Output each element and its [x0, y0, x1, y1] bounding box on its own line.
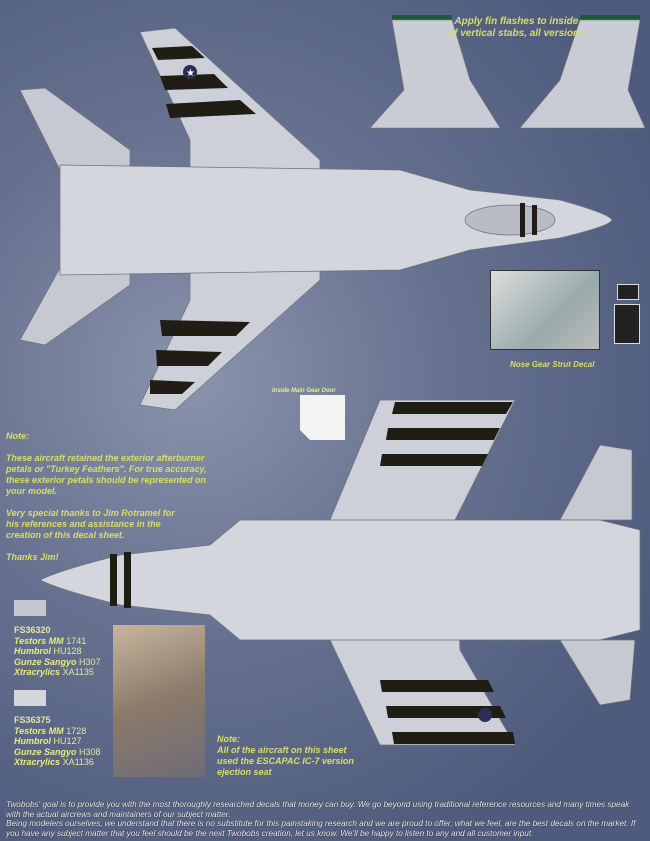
nose-gear-photo — [490, 270, 600, 350]
invasion-stripes-bottom-upper — [380, 402, 513, 466]
seat-note: Note: All of the aircraft on this sheet … — [217, 734, 357, 778]
paint-fs: FS36320 — [14, 625, 51, 635]
nose-gear-decal-large — [614, 304, 640, 344]
brand: Humbrol — [14, 646, 51, 656]
note-title: Note: — [6, 431, 29, 441]
color-swatch-fs36320 — [14, 600, 46, 616]
code: HU128 — [53, 646, 82, 656]
code: 1728 — [66, 725, 87, 736]
nose-gear-label: Nose Gear Strut Decal — [510, 360, 595, 369]
fin-note-line2: of vertical stabs, all versions — [448, 28, 585, 39]
paint-fs: FS36375 — [14, 715, 51, 725]
fin-diagram-left — [369, 15, 501, 129]
main-gear-door-diagram — [300, 395, 345, 440]
brand: Xtracrylics — [14, 757, 61, 767]
note-block: Note: These aircraft retained the exteri… — [6, 431, 226, 563]
aircraft-top-view: ★ — [19, 27, 613, 411]
color-swatch-fs36375 — [14, 690, 46, 706]
footer-para1: Twobobs' goal is to provide you with the… — [6, 800, 630, 819]
brand: Testors MM — [14, 725, 64, 736]
footer-para2: Being modelers ourselves, we understand … — [6, 819, 636, 838]
brand: Gunze Sangyo — [14, 746, 77, 757]
ejection-seat-photo — [113, 625, 205, 777]
note-para3: Thanks Jim! — [6, 552, 59, 562]
brand: Testors MM — [14, 635, 64, 646]
footer-text: Twobobs' goal is to provide you with the… — [6, 800, 646, 838]
brand: Humbrol — [14, 736, 51, 746]
brand: Xtracrylics — [14, 667, 61, 677]
code: 1741 — [66, 635, 87, 646]
invasion-stripes-bottom-lower — [380, 680, 515, 744]
brand: Gunze Sangyo — [14, 656, 77, 667]
nose-gear-decal-small — [617, 284, 639, 300]
fin-flash-note: Apply fin flashes to inside of vertical … — [448, 16, 585, 40]
svg-text:★: ★ — [186, 68, 195, 79]
note-para2: Very special thanks to Jim Rotramel for … — [6, 508, 175, 540]
invasion-stripes-upper — [152, 46, 256, 118]
paint-list-2: FS36375 Testors MM 1728 Humbrol HU127 Gu… — [14, 715, 101, 768]
seat-note-text: All of the aircraft on this sheet used t… — [217, 745, 354, 777]
paint-list-1: FS36320 Testors MM 1741 Humbrol HU128 Gu… — [14, 625, 101, 678]
code: H308 — [79, 746, 101, 757]
code: XA1136 — [62, 757, 94, 767]
code: H307 — [79, 656, 101, 667]
fin-note-line1: Apply fin flashes to inside — [454, 16, 579, 27]
seat-note-title: Note: — [217, 734, 240, 744]
invasion-stripes-lower — [150, 320, 250, 394]
note-para1: These aircraft retained the exterior aft… — [6, 453, 207, 496]
fin-diagram-right — [519, 15, 646, 129]
code: XA1135 — [62, 667, 94, 677]
code: HU127 — [53, 736, 82, 746]
aircraft-bottom-view — [39, 399, 641, 746]
main-gear-label: Inside Main Gear Door — [272, 388, 336, 394]
